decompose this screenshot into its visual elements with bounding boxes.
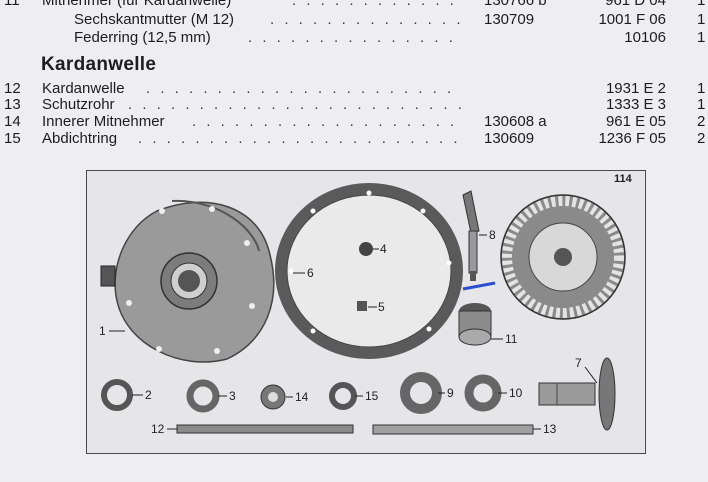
section-heading: Kardanwelle (41, 54, 157, 75)
callout-label: 11 (505, 332, 518, 346)
gasket-part (275, 183, 463, 359)
part-name: Schutzrohr (42, 96, 115, 113)
part-qty: 2 (697, 113, 706, 130)
part-name: Federring (12,5 mm) (74, 29, 211, 46)
part-name: Mitnehmer (für Kardanwelle) (42, 0, 232, 9)
part-name: Kardanwelle (42, 80, 125, 97)
figure-number: 114 (614, 173, 632, 185)
part-ref: 1931 E 2 (605, 80, 666, 97)
callout-label: 13 (543, 422, 557, 436)
callout-label: 9 (447, 386, 454, 400)
part-code: 130709 (484, 11, 535, 28)
ring-part (400, 372, 442, 414)
callout-label: 4 (380, 242, 387, 256)
ring-part (464, 374, 502, 412)
callout-label: 15 (365, 389, 379, 403)
cardan-shaft-part (176, 424, 354, 434)
parts-row: Federring (12,5 mm) . . . . . . . . . . … (0, 29, 708, 46)
parts-row: 13 Schutzrohr . . . . . . . . . . . . . … (0, 96, 708, 113)
exploded-parts-figure: 1 6 4 5 8 (86, 170, 646, 454)
parts-row: 11 Mitnehmer (für Kardanwelle) . . . . .… (0, 0, 708, 9)
part-ref: 961 D 04 (605, 0, 666, 9)
leader-dots: . . . . . . . . . . . . . . . . . . . . … (192, 113, 462, 130)
figure-drawing: 1 6 4 5 8 (99, 183, 626, 436)
part-ref: 1333 E 3 (605, 96, 666, 113)
part-number: 14 (4, 113, 21, 130)
callout-label: 7 (575, 356, 582, 370)
callout-label: 3 (229, 389, 236, 403)
part-number: 11 (4, 0, 20, 9)
part-ref: 1001 F 06 (598, 11, 666, 28)
callout-label: 1 (99, 324, 106, 338)
part-number: 12 (4, 80, 21, 97)
seal-ring-part (329, 382, 357, 410)
ring-part (186, 379, 220, 413)
parts-row: Sechskantmutter (M 12) . . . . . . . . .… (0, 11, 708, 28)
part-number: 15 (4, 130, 21, 147)
callout-label: 8 (489, 228, 496, 242)
ring-part (101, 379, 133, 411)
callout-label: 10 (509, 386, 523, 400)
leader-dots: . . . . . . . . . . . . . . . . (270, 11, 462, 28)
flange-shaft-part (538, 357, 616, 431)
part-ref: 1236 F 05 (598, 130, 666, 147)
part-ref: 10106 (624, 29, 666, 46)
crown-wheel-part (500, 194, 626, 320)
callout-label: 2 (145, 388, 152, 402)
parts-row: 12 Kardanwelle . . . . . . . . . . . . .… (0, 80, 708, 97)
part-name: Innerer Mitnehmer (42, 113, 165, 130)
part-name: Abdichtring (42, 130, 118, 147)
blue-mark (462, 281, 496, 291)
part-name: Sechskantmutter (M 12) (74, 11, 235, 28)
part-qty: 1 (697, 80, 706, 97)
leader-dots: . . . . . . . . . . . . . . . . . . . . … (146, 80, 462, 97)
part-qty: 1 (697, 96, 706, 113)
callout-label: 12 (151, 422, 165, 436)
leader-dots: . . . . . . . . . . . . . . . . . . . . … (128, 96, 462, 113)
bolt-part (357, 301, 367, 311)
part-ref: 961 E 05 (605, 113, 666, 130)
leader-dots: . . . . . . . . . . . . . . . (292, 0, 462, 9)
protective-tube-part (372, 424, 534, 435)
callout-label: 5 (378, 300, 385, 314)
part-number: 13 (4, 96, 21, 113)
part-qty: 1 (697, 29, 706, 46)
pinion-shaft-part (462, 190, 480, 281)
callout-label: 6 (307, 266, 314, 280)
callout-label: 14 (295, 390, 309, 404)
part-qty: 1 (697, 0, 706, 9)
bushing-part (458, 303, 492, 346)
parts-row: 15 Abdichtring . . . . . . . . . . . . .… (0, 130, 708, 147)
leader-dots: . . . . . . . . . . . . . . . . . . . . … (138, 130, 462, 147)
part-qty: 1 (697, 11, 706, 28)
part-code: 130608 a (484, 113, 547, 130)
housing-cover-part (100, 199, 275, 363)
part-qty: 2 (697, 130, 706, 147)
part-code: 130609 (484, 130, 535, 147)
leader-dots: . . . . . . . . . . . . . . . . . . (248, 29, 462, 46)
cap-part (359, 242, 373, 256)
part-code: 130766 b (484, 0, 547, 9)
parts-row: 14 Innerer Mitnehmer . . . . . . . . . .… (0, 113, 708, 130)
